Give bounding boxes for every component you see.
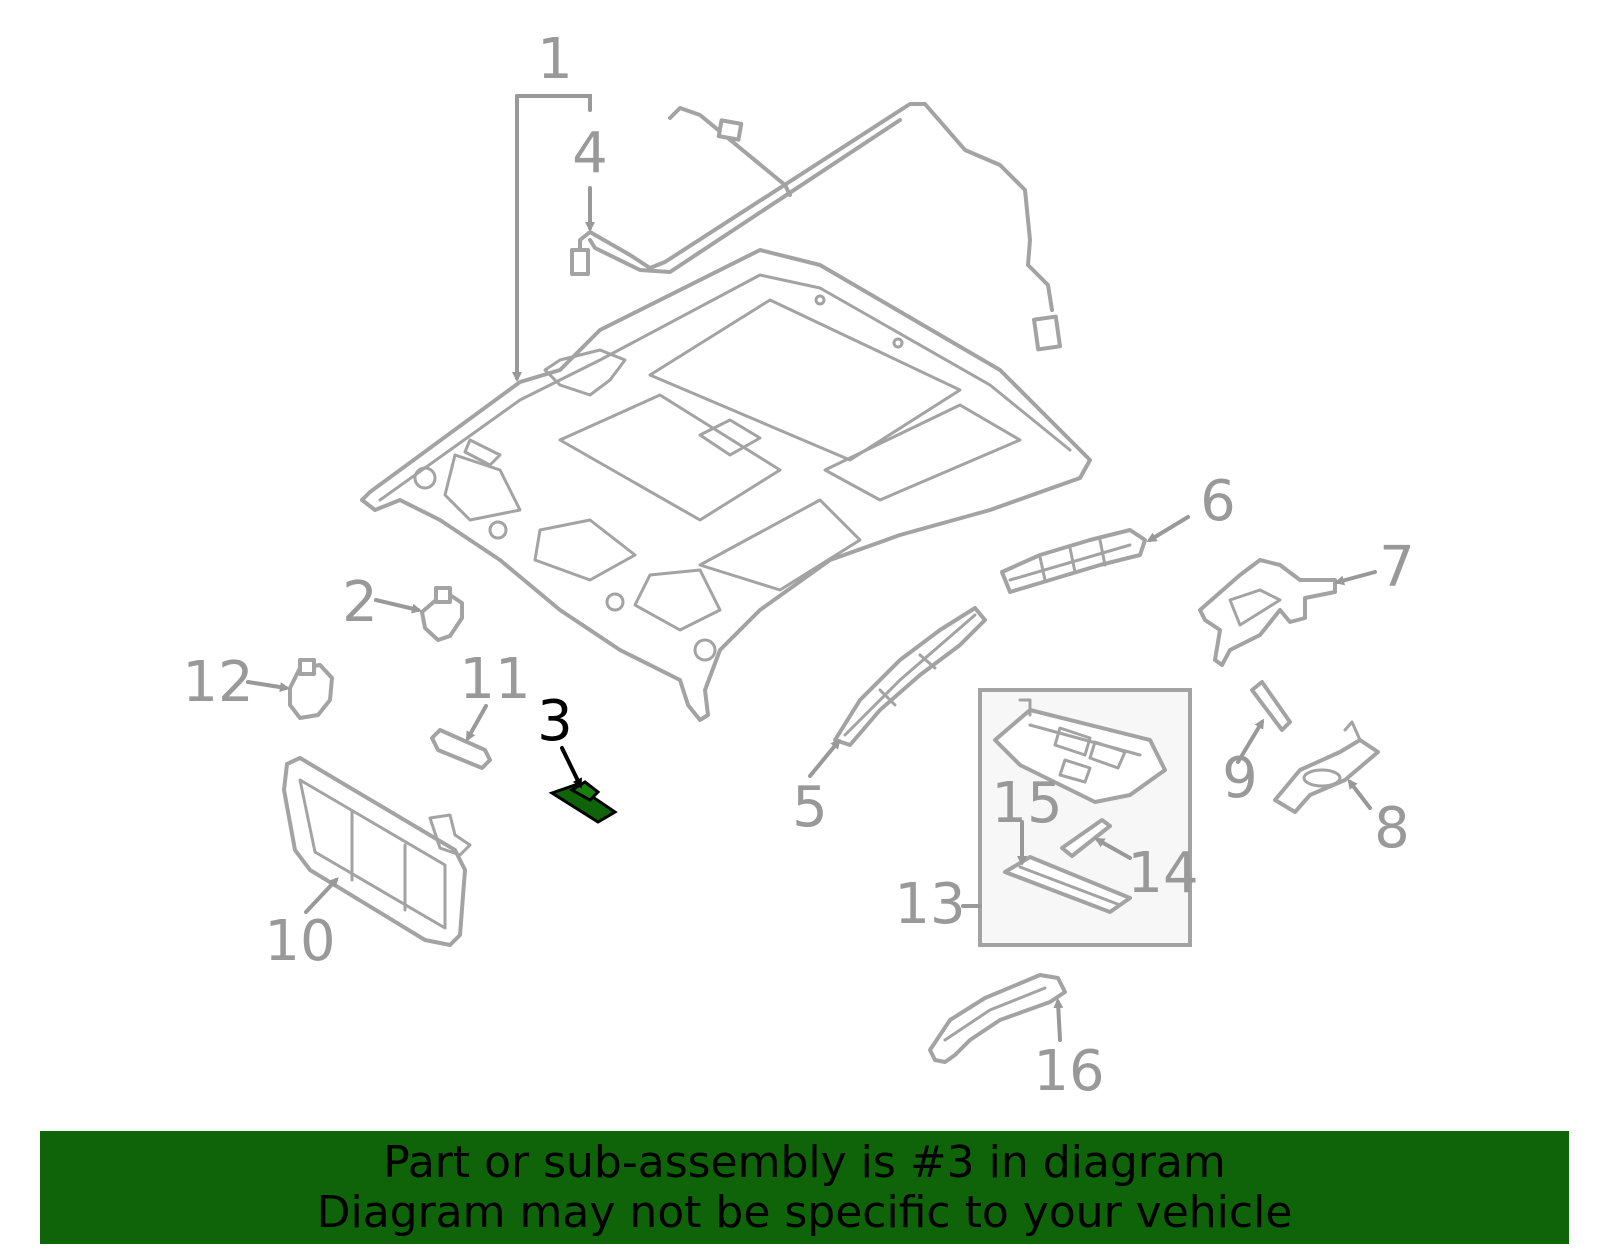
trim-strip-part-5[interactable] <box>833 606 987 747</box>
callout-13: 13 <box>894 872 965 937</box>
leader-11 <box>466 704 488 742</box>
callout-3: 3 <box>537 689 573 754</box>
leader-lines <box>246 94 1377 1042</box>
callout-11: 11 <box>459 647 530 712</box>
callout-7: 7 <box>1379 535 1415 600</box>
callout-12: 12 <box>182 650 253 715</box>
callout-8: 8 <box>1374 796 1410 861</box>
leader-6 <box>1146 515 1190 543</box>
trim-strip-part-6[interactable] <box>1000 528 1147 594</box>
leader-14 <box>1094 838 1132 860</box>
bracket-leader-1 <box>515 94 592 112</box>
callout-6: 6 <box>1200 469 1236 534</box>
holder-part-8[interactable] <box>1273 720 1380 814</box>
clip-part-12[interactable] <box>288 658 334 720</box>
lamp-part-11[interactable] <box>430 728 492 770</box>
callout-labels: 1 4 2 12 11 3 6 7 5 9 8 15 14 13 10 16 <box>182 27 1414 1104</box>
banner-line-part-number: Part or sub-assembly is #3 in diagram <box>383 1136 1226 1188</box>
highlighted-part-3[interactable] <box>548 780 618 824</box>
leader-2 <box>374 598 422 614</box>
grab-handle-part-16[interactable] <box>928 973 1067 1064</box>
callout-15: 15 <box>991 771 1062 836</box>
sun-visor-part-10[interactable] <box>282 756 472 947</box>
leader-7 <box>1334 570 1377 586</box>
callout-14: 14 <box>1127 841 1198 906</box>
callout-10: 10 <box>264 909 335 974</box>
callout-5: 5 <box>792 775 828 840</box>
leader-10 <box>304 877 339 914</box>
banner-line-disclaimer: Diagram may not be specific to your vehi… <box>316 1186 1293 1238</box>
leader-9 <box>1236 718 1265 764</box>
pin-part-9[interactable] <box>1250 680 1292 732</box>
callout-1: 1 <box>537 27 573 92</box>
map-lamp-box-part-13[interactable] <box>978 688 1192 947</box>
notice-banner: Part or sub-assembly is #3 in diagram Di… <box>40 1131 1569 1244</box>
headliner-part-1[interactable] <box>360 248 1092 722</box>
clip-part-2[interactable] <box>420 586 464 642</box>
callout-9: 9 <box>1222 746 1258 811</box>
leader-12 <box>246 680 290 693</box>
callout-4: 4 <box>572 121 608 186</box>
leader-16 <box>1053 998 1064 1042</box>
callout-16: 16 <box>1033 1039 1104 1104</box>
wiring-harness-part-4[interactable] <box>570 102 1062 352</box>
leader-8 <box>1347 778 1372 810</box>
bracket-part-7[interactable] <box>1198 558 1337 667</box>
leader-5 <box>808 738 841 778</box>
leader-3 <box>560 746 582 789</box>
callout-2: 2 <box>342 570 378 635</box>
